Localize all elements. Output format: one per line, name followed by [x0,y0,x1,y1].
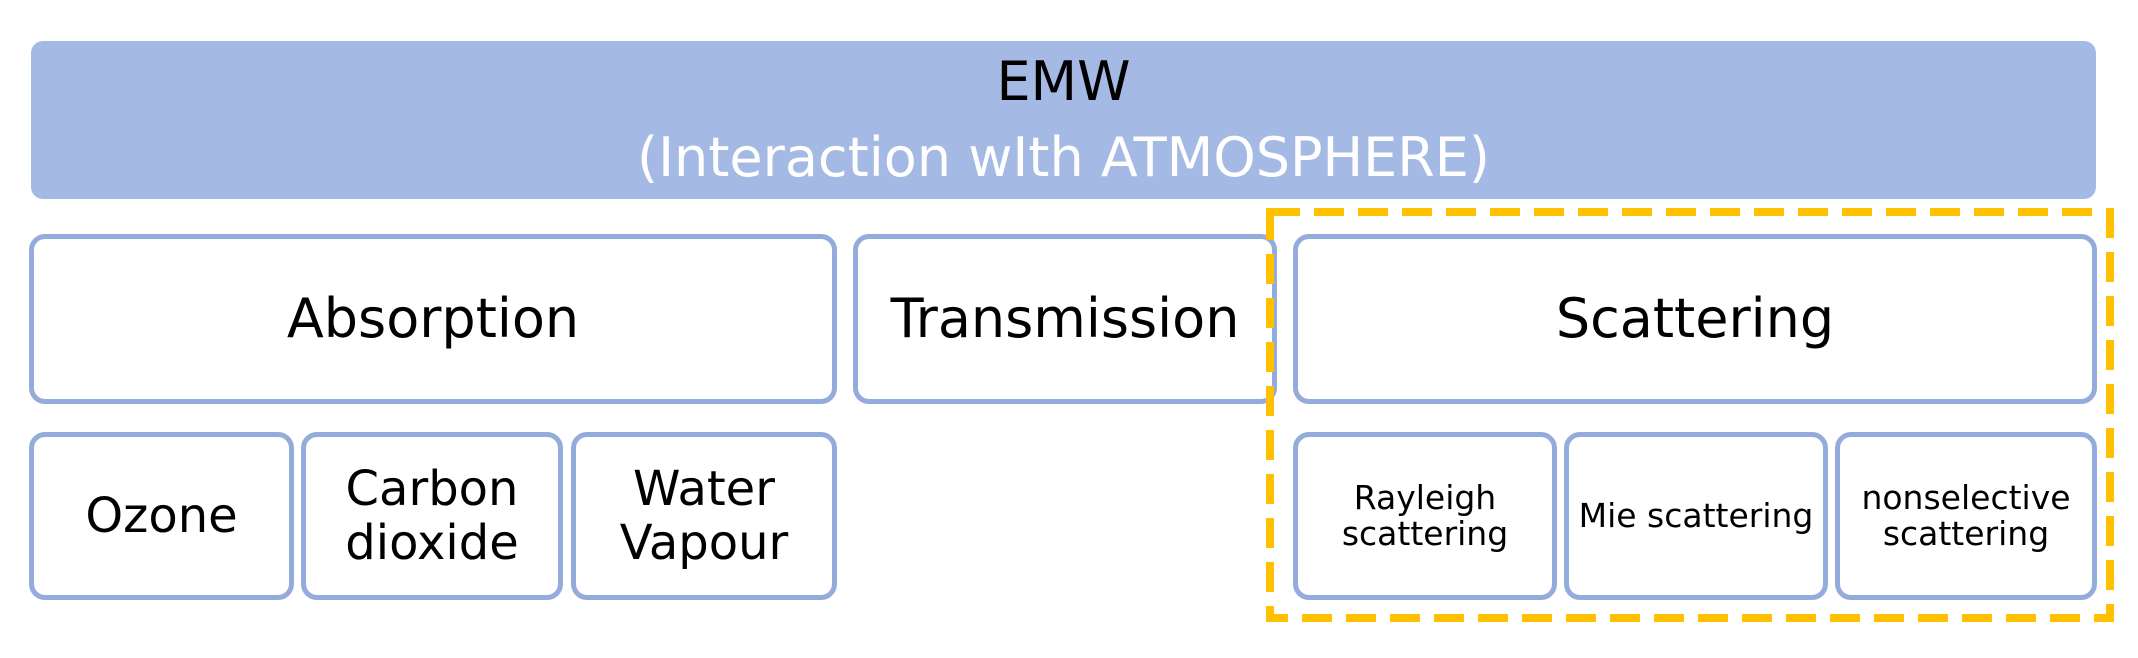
carbon-dioxide-label-line2: dioxide [345,515,519,571]
transmission-label: Transmission [890,287,1240,350]
mie-label: Mie scattering [1578,496,1814,535]
water-vapour-label-line1: Water [633,461,775,517]
scattering-box: Scattering [1293,234,2097,404]
header-subtitle: (Interaction wIth ATMOSPHERE) [637,126,1490,189]
carbon-dioxide-box: Carbon dioxide [301,432,563,600]
carbon-dioxide-label-line1: Carbon [345,461,519,517]
rayleigh-scattering-box: Rayleigh scattering [1293,432,1557,600]
ozone-box: Ozone [29,432,294,600]
water-vapour-box: Water Vapour [571,432,837,600]
rayleigh-label-line1: Rayleigh [1353,478,1497,517]
nonselective-scattering-box: nonselective scattering [1835,432,2097,600]
transmission-box: Transmission [853,234,1277,404]
absorption-box: Absorption [29,234,837,404]
ozone-label: Ozone [85,488,238,544]
rayleigh-label-line2: scattering [1341,514,1509,553]
scattering-label: Scattering [1555,287,1835,350]
nonselective-label-line1: nonselective [1861,478,2071,517]
mie-scattering-box: Mie scattering [1564,432,1828,600]
nonselective-label-line2: scattering [1882,514,2050,553]
header-title: EMW [996,50,1131,113]
header-box: EMW (Interaction wIth ATMOSPHERE) [31,41,2096,199]
water-vapour-label-line2: Vapour [619,515,789,571]
absorption-label: Absorption [286,287,580,350]
